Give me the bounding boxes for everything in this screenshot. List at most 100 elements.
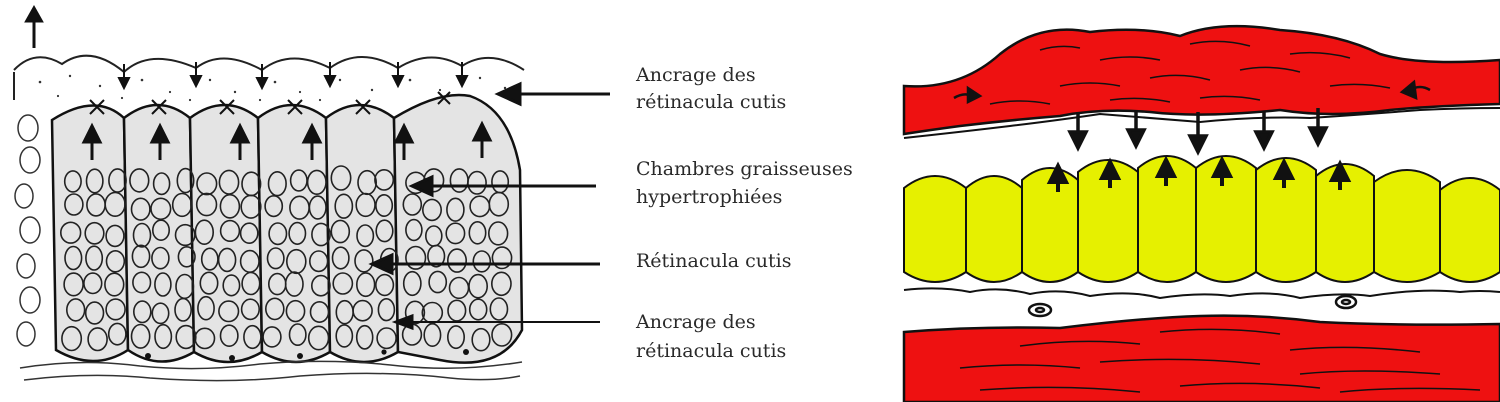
bottom-fascia xyxy=(19,360,523,382)
fat-cell xyxy=(104,191,126,218)
left-sketch-panel xyxy=(13,4,610,382)
fat-cell xyxy=(107,322,127,346)
fat-cell xyxy=(132,271,152,294)
fat-cell xyxy=(468,273,489,299)
fat-cell xyxy=(428,270,448,294)
chamber-cells xyxy=(59,165,513,352)
label-anchor-bottom-line1: Ancrage des xyxy=(635,311,756,333)
fat-cell xyxy=(219,219,241,242)
lower-fascia xyxy=(902,314,1500,402)
fat-cell xyxy=(309,250,329,273)
fat-cell xyxy=(468,298,488,321)
upper-dermis-underside xyxy=(903,107,1500,139)
fat-cell xyxy=(355,192,376,218)
chamber-up-arrows xyxy=(81,120,493,160)
fat-cell xyxy=(376,327,397,350)
fat-cell xyxy=(311,222,331,247)
fat-cell xyxy=(306,169,327,196)
fat-cell xyxy=(267,171,287,197)
fat-lobule xyxy=(903,175,967,283)
fat-cell xyxy=(446,248,467,273)
arrow-up-icon xyxy=(24,4,44,48)
anchor-crosses xyxy=(89,91,451,115)
fat-cell xyxy=(402,193,423,216)
edge-cells xyxy=(14,114,41,347)
fat-cell xyxy=(131,244,151,269)
fat-cell xyxy=(405,245,427,270)
fat-cell xyxy=(374,168,395,191)
fat-cell xyxy=(488,191,510,217)
fat-cell xyxy=(266,247,285,270)
fat-cell xyxy=(309,300,330,323)
fat-chamber xyxy=(188,103,264,364)
fat-cell xyxy=(129,168,150,193)
fat-cell xyxy=(61,325,83,352)
labels: Ancrage des rétinacula cutis Chambres gr… xyxy=(635,64,853,362)
dermis-down-arrows xyxy=(117,62,469,91)
fat-cell xyxy=(330,219,351,244)
fat-cell xyxy=(152,172,171,196)
fat-lobule xyxy=(965,175,1023,283)
fat-cell xyxy=(377,298,396,322)
fat-cell xyxy=(59,221,82,244)
fat-cell xyxy=(491,322,513,347)
fat-cell xyxy=(197,295,215,321)
fat-cell xyxy=(177,245,196,268)
fat-cell xyxy=(446,325,465,350)
fat-cell xyxy=(222,274,241,297)
fat-cell xyxy=(268,222,288,246)
fat-cell xyxy=(85,168,104,194)
fat-up-arrows xyxy=(1046,155,1352,192)
fat-cell xyxy=(335,324,354,348)
label-anchor-top-line2: rétinacula cutis xyxy=(636,91,786,113)
fat-cell xyxy=(489,297,509,321)
fat-cell xyxy=(284,271,304,297)
fat-chamber xyxy=(392,93,524,364)
fat-cell xyxy=(217,247,237,273)
label-anchor-top-line1: Ancrage des xyxy=(635,64,756,86)
fat-cell xyxy=(64,193,84,216)
fat-cell xyxy=(330,165,352,191)
fat-cell xyxy=(151,302,170,325)
fat-cell xyxy=(402,270,422,297)
fat-cell xyxy=(174,297,193,322)
fat-lobule xyxy=(1021,167,1079,283)
label-pointers xyxy=(368,81,610,331)
fat-cell xyxy=(264,195,284,218)
fat-cell xyxy=(354,249,374,273)
fat-cell xyxy=(264,297,285,321)
dermis-stipple xyxy=(38,74,507,102)
fat-cell xyxy=(64,245,83,271)
fat-cell xyxy=(405,218,423,242)
label-retinacula: Rétinacula cutis xyxy=(636,250,792,272)
fat-cell xyxy=(308,195,327,220)
fat-cell xyxy=(310,274,331,297)
fat-cell xyxy=(130,197,151,221)
fat-lobule xyxy=(1373,169,1441,283)
tension-arrows xyxy=(953,79,1431,105)
fat-cell xyxy=(445,222,466,245)
right-color-panel xyxy=(902,24,1500,402)
fat-cell xyxy=(105,249,126,273)
fat-cell xyxy=(404,300,426,325)
fat-cell xyxy=(355,324,374,350)
fat-cell xyxy=(133,300,152,324)
fat-cell xyxy=(307,325,330,351)
fat-cell xyxy=(219,324,239,348)
fat-chambers xyxy=(50,93,524,364)
label-anchor-bottom-line2: rétinacula cutis xyxy=(636,340,786,362)
fat-cell xyxy=(240,194,262,219)
fat-cell xyxy=(83,272,103,295)
fat-chamber xyxy=(324,103,400,364)
fat-cell xyxy=(356,272,376,298)
vessels xyxy=(1027,294,1358,318)
fat-cell xyxy=(240,298,260,321)
fat-cell xyxy=(105,298,126,321)
upper-dermis-fibres xyxy=(989,40,1391,105)
fat-cell xyxy=(176,167,195,194)
fat-cell xyxy=(262,326,282,348)
bottom-anchor-dots xyxy=(145,349,469,361)
fat-cell xyxy=(130,323,151,349)
fat-cell xyxy=(356,224,375,248)
